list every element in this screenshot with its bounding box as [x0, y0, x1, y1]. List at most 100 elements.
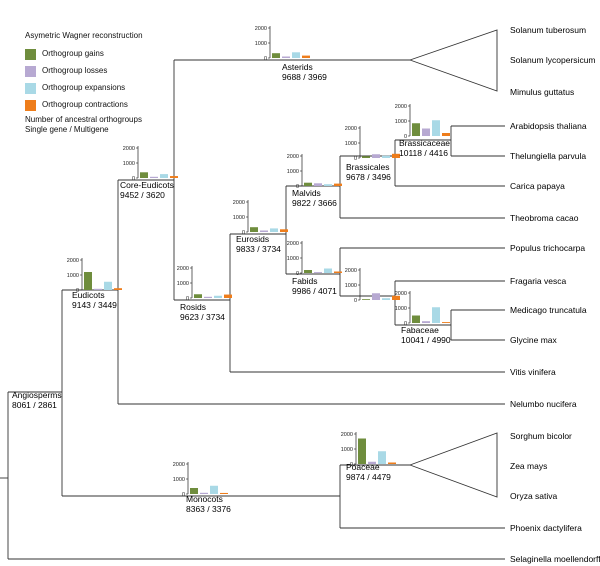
core-eudicots-counts: 9452 / 3620	[120, 190, 165, 200]
chart-tick-label: 1000	[345, 141, 357, 147]
core-eudicots-expansions-bar	[160, 174, 168, 178]
brassicaceae-gains-bar	[412, 123, 420, 136]
brassicales-counts: 9678 / 3496	[346, 172, 391, 182]
chart-tick-label: 1000	[233, 215, 245, 221]
brassicaceae-counts: 10118 / 4416	[399, 148, 448, 158]
angiosperms-name: Angiosperms	[12, 390, 62, 400]
asterids-gains-bar	[272, 53, 280, 58]
rosales-unlabeled-losses-bar	[372, 293, 380, 300]
fabids-losses-bar	[314, 272, 322, 273]
expansions-swatch	[25, 82, 36, 94]
poaceae-losses-bar	[368, 461, 376, 464]
rosids-contractions-bar	[224, 294, 232, 298]
eudicots-expansions-bar	[104, 281, 112, 290]
monocots-gains-bar	[190, 488, 198, 494]
chart-tick-label: 1000	[345, 283, 357, 289]
legend-note: Number of ancestral orthogroups Single g…	[25, 115, 143, 135]
eurosids-counts: 9833 / 3734	[236, 244, 281, 254]
brassicales-losses-bar	[372, 154, 380, 158]
rosids-counts: 9623 / 3734	[180, 312, 225, 322]
legend-item-contractions: Orthogroup contractions	[25, 98, 143, 112]
brassicaceae-expansions-bar	[432, 120, 440, 136]
monocots-expansions-bar	[210, 485, 218, 494]
chart-tick-label: 0	[264, 56, 267, 62]
eurosids-losses-bar	[260, 230, 268, 232]
brassicales-gains-bar	[362, 156, 370, 158]
taxon-label: Arabidopsis thaliana	[510, 121, 587, 131]
malvids-expansions-bar	[324, 184, 332, 186]
fabaceae-name: Fabaceae	[401, 325, 439, 335]
taxon-label: Phoenix dactylifera	[510, 523, 582, 533]
legend-title: Asymetric Wagner reconstruction	[25, 31, 143, 40]
malvids-name: Malvids	[292, 188, 321, 198]
taxon-label: Theobroma cacao	[510, 213, 579, 223]
fabaceae-gains-bar	[412, 315, 420, 323]
chart-tick-label: 2000	[173, 462, 185, 468]
chart-tick-label: 0	[182, 492, 185, 498]
legend-note-line2: Single gene / Multigene	[25, 125, 109, 134]
legend: Asymetric Wagner reconstruction Orthogro…	[25, 32, 143, 135]
chart-tick-label: 2000	[255, 26, 267, 32]
fabaceae-expansions-bar	[432, 307, 440, 323]
chart-tick-label: 1000	[177, 281, 189, 287]
taxon-label: Solanum tuberosum	[510, 25, 586, 35]
chart-tick-label: 2000	[287, 241, 299, 247]
chart-tick-label: 0	[296, 271, 299, 277]
legend-label-contractions: Orthogroup contractions	[42, 100, 128, 109]
core-eudicots-contractions-bar	[170, 176, 178, 178]
chart-tick-label: 1000	[123, 161, 135, 167]
tree-branches	[0, 29, 505, 560]
chart-tick-label: 0	[186, 296, 189, 302]
asterids-expansions-bar	[292, 52, 300, 58]
poaceae-expansions-bar	[378, 451, 386, 464]
chart-tick-label: 1000	[395, 119, 407, 125]
asterids-losses-bar	[282, 56, 290, 58]
chart-tick-label: 2000	[123, 146, 135, 152]
eurosids-contractions-bar	[280, 229, 288, 232]
chart-tick-label: 1000	[395, 306, 407, 312]
legend-item-gains: Orthogroup gains	[25, 47, 143, 61]
legend-note-line1: Number of ancestral orthogroups	[25, 115, 142, 124]
taxon-label: Mimulus guttatus	[510, 87, 574, 97]
fabids-name: Fabids	[292, 276, 318, 286]
brassicales-contractions-bar	[392, 153, 400, 158]
fabaceae-losses-bar	[422, 321, 430, 323]
fabids-gains-bar	[304, 270, 312, 273]
monocots-losses-bar	[200, 492, 208, 494]
brassicaceae-contractions-bar	[442, 133, 450, 136]
poaceae-counts: 9874 / 4479	[346, 472, 391, 482]
taxon-label: Medicago truncatula	[510, 305, 587, 315]
rosids-name: Rosids	[180, 302, 206, 312]
fabaceae-contractions-bar	[442, 322, 450, 323]
legend-label-expansions: Orthogroup expansions	[42, 83, 126, 92]
chart-tick-label: 0	[242, 230, 245, 236]
chart-tick-label: 0	[404, 134, 407, 140]
taxon-label: Fragaria vesca	[510, 276, 566, 286]
chart-tick-label: 0	[350, 462, 353, 468]
chart-tick-label: 2000	[341, 432, 353, 438]
asterids-counts: 9688 / 3969	[282, 72, 327, 82]
rosids-gains-bar	[194, 294, 202, 298]
fabaceae-counts: 10041 / 4990	[401, 335, 451, 345]
chart-tick-label: 0	[354, 298, 357, 304]
brassicaceae-losses-bar	[422, 128, 430, 136]
taxon-label: Thelungiella parvula	[510, 151, 586, 161]
eurosids-name: Eurosids	[236, 234, 269, 244]
chart-tick-label: 2000	[395, 291, 407, 297]
taxon-label: Carica papaya	[510, 181, 565, 191]
fabids-contractions-bar	[334, 271, 342, 273]
taxon-label: Populus trichocarpa	[510, 243, 585, 253]
brassicales-name: Brassicales	[346, 162, 389, 172]
rosales-unlabeled-expansions-bar	[382, 298, 390, 300]
